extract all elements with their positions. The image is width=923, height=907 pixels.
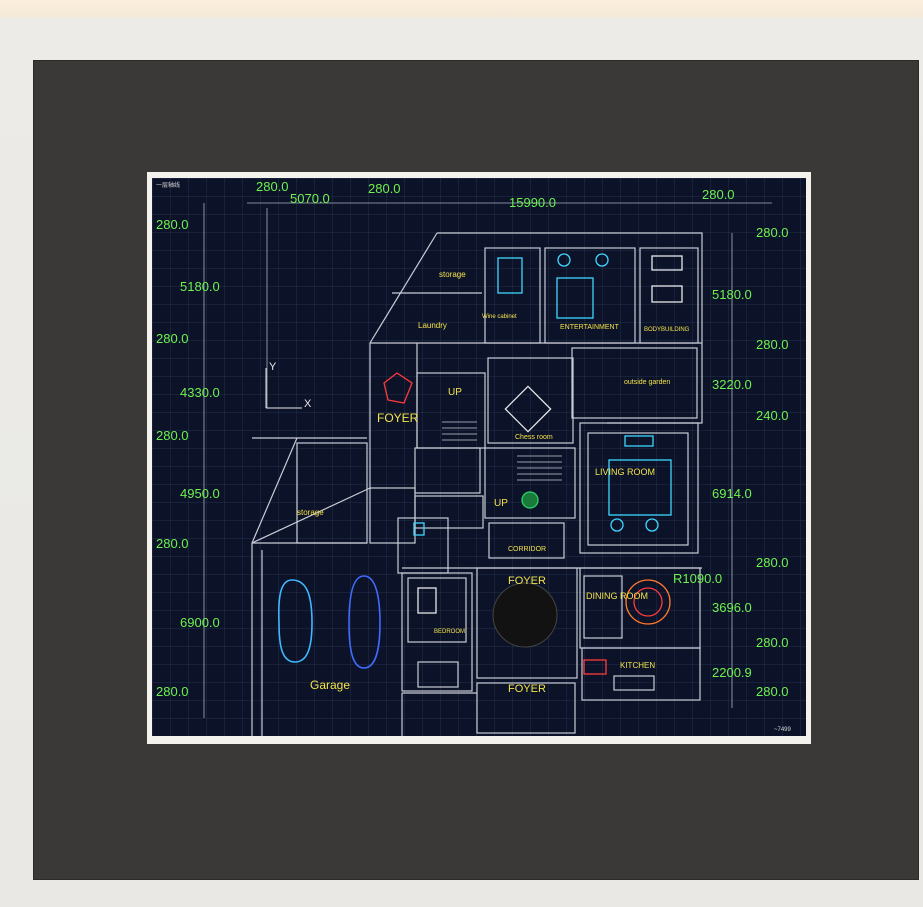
cars <box>277 575 381 669</box>
floor-plan-screen: 一层轴线 ~7499 280.0 5070.0 280.0 15990.0 28… <box>152 178 806 736</box>
room-storage-mid: storage <box>297 508 324 517</box>
dim-right-2: 5180.0 <box>712 287 752 302</box>
dim-right-5: 240.0 <box>756 408 789 423</box>
room-kitchen: KITCHEN <box>620 661 656 670</box>
corner-title: 一层轴线 <box>156 183 181 189</box>
dim-right-9: 3696.0 <box>712 600 752 615</box>
dim-right-4: 3220.0 <box>712 377 752 392</box>
dim-top-3: 280.0 <box>368 181 401 196</box>
dim-right-10: 280.0 <box>756 635 789 650</box>
room-entertainment: ENTERTAINMENT <box>560 324 619 331</box>
room-garage: Garage <box>310 678 351 692</box>
dim-right-12: 280.0 <box>756 684 789 699</box>
dim-left-8: 6900.0 <box>180 615 220 630</box>
stairs <box>442 421 562 481</box>
room-laundry: Laundry <box>418 321 447 330</box>
dim-top-5: 280.0 <box>702 187 735 202</box>
room-living: LIVING ROOM <box>595 467 656 477</box>
floor-plan-drawing <box>203 202 772 736</box>
room-wine: Wine cabinet <box>482 314 517 320</box>
room-chess: Chess room <box>515 434 553 441</box>
room-dining: DINING ROOM <box>586 591 648 601</box>
stair-up-2: UP <box>494 498 508 509</box>
dim-top-1: 280.0 <box>256 179 289 194</box>
round-rug <box>492 582 558 648</box>
dim-right-6: 6914.0 <box>712 486 752 501</box>
room-bodybuilding: BODYBUILDING <box>644 327 690 333</box>
room-outside-garden: outside garden <box>624 379 671 386</box>
room-foyer-mid: FOYER <box>508 575 546 587</box>
room-corridor: CORRIDOR <box>508 546 547 553</box>
room-storage-top: storage <box>439 270 466 279</box>
dim-right-8: R1090.0 <box>673 571 723 586</box>
axis-y-label: Y <box>269 361 277 373</box>
axis-icon <box>265 368 302 409</box>
stair-up-1: UP <box>448 387 462 398</box>
room-foyer-bottom: FOYER <box>508 683 546 695</box>
dim-left-4: 4330.0 <box>180 385 220 400</box>
dim-left-9: 280.0 <box>156 684 189 699</box>
dimension-lines <box>203 202 772 718</box>
dim-right-3: 280.0 <box>756 337 789 352</box>
dim-left-2: 5180.0 <box>180 279 220 294</box>
dim-top-4: 15990.0 <box>509 195 556 210</box>
room-bedroom: BEDROOM <box>434 629 466 635</box>
corner-number: ~7499 <box>774 727 791 733</box>
axis-x-label: X <box>304 398 312 410</box>
dim-left-1: 280.0 <box>156 217 189 232</box>
furniture <box>383 253 683 675</box>
dim-left-5: 280.0 <box>156 428 189 443</box>
dim-right-1: 280.0 <box>756 225 789 240</box>
dim-right-11: 2200.9 <box>712 665 752 680</box>
dim-left-7: 280.0 <box>156 536 189 551</box>
room-foyer-left: FOYER <box>377 411 419 425</box>
dim-left-3: 280.0 <box>156 331 189 346</box>
wall-outlines <box>251 232 703 736</box>
dim-top-2: 5070.0 <box>290 191 330 206</box>
dim-left-6: 4950.0 <box>180 486 220 501</box>
dim-right-7: 280.0 <box>756 555 789 570</box>
